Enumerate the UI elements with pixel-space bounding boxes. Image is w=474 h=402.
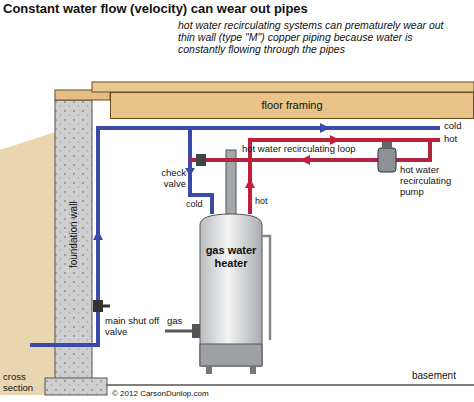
- valve-label: check valve: [150, 168, 186, 190]
- gas-valve: [192, 324, 200, 338]
- note: hot water recirculating systems can prem…: [178, 19, 450, 55]
- room-label: basement: [412, 370, 472, 382]
- pipe-label: cold: [444, 121, 472, 132]
- floor-framing-beam: floor framing: [110, 92, 474, 119]
- gas-pipe: [165, 330, 193, 333]
- check-valve: [196, 154, 206, 166]
- basement-floor: [107, 384, 474, 386]
- footing: [45, 378, 107, 395]
- pump-label: hot water recirculating pump: [400, 165, 472, 198]
- node-text: floor framing: [261, 99, 322, 112]
- pipe-label: hot: [255, 196, 275, 206]
- loop-label: hot water recirculating loop: [242, 144, 376, 155]
- pipe-label: cold: [186, 199, 210, 209]
- recirculating-pump: [378, 148, 396, 172]
- relief-pipe: [262, 236, 270, 340]
- earth: [0, 132, 55, 395]
- node-text: gas water heater: [203, 244, 259, 269]
- pipe-label: hot: [444, 134, 472, 145]
- section-label: cross section: [3, 372, 45, 394]
- water-heater-tank: [200, 214, 262, 366]
- foundation-wall: [55, 100, 92, 380]
- subfloor: [92, 82, 474, 92]
- burner-section: [200, 344, 262, 366]
- main-valve: [93, 300, 103, 312]
- title: Constant water flow (velocity) can wear …: [3, 2, 308, 17]
- foundation-wall: foundation wall: [55, 150, 92, 320]
- gas-label: gas: [167, 316, 191, 327]
- water-heater: gas water heater: [200, 222, 262, 342]
- node-text: foundation wall: [68, 202, 80, 269]
- copyright: © 2012 CarsonDunlop.com: [112, 389, 272, 398]
- valve-label: main shut off valve: [105, 316, 161, 338]
- cold-pipe: [30, 128, 440, 345]
